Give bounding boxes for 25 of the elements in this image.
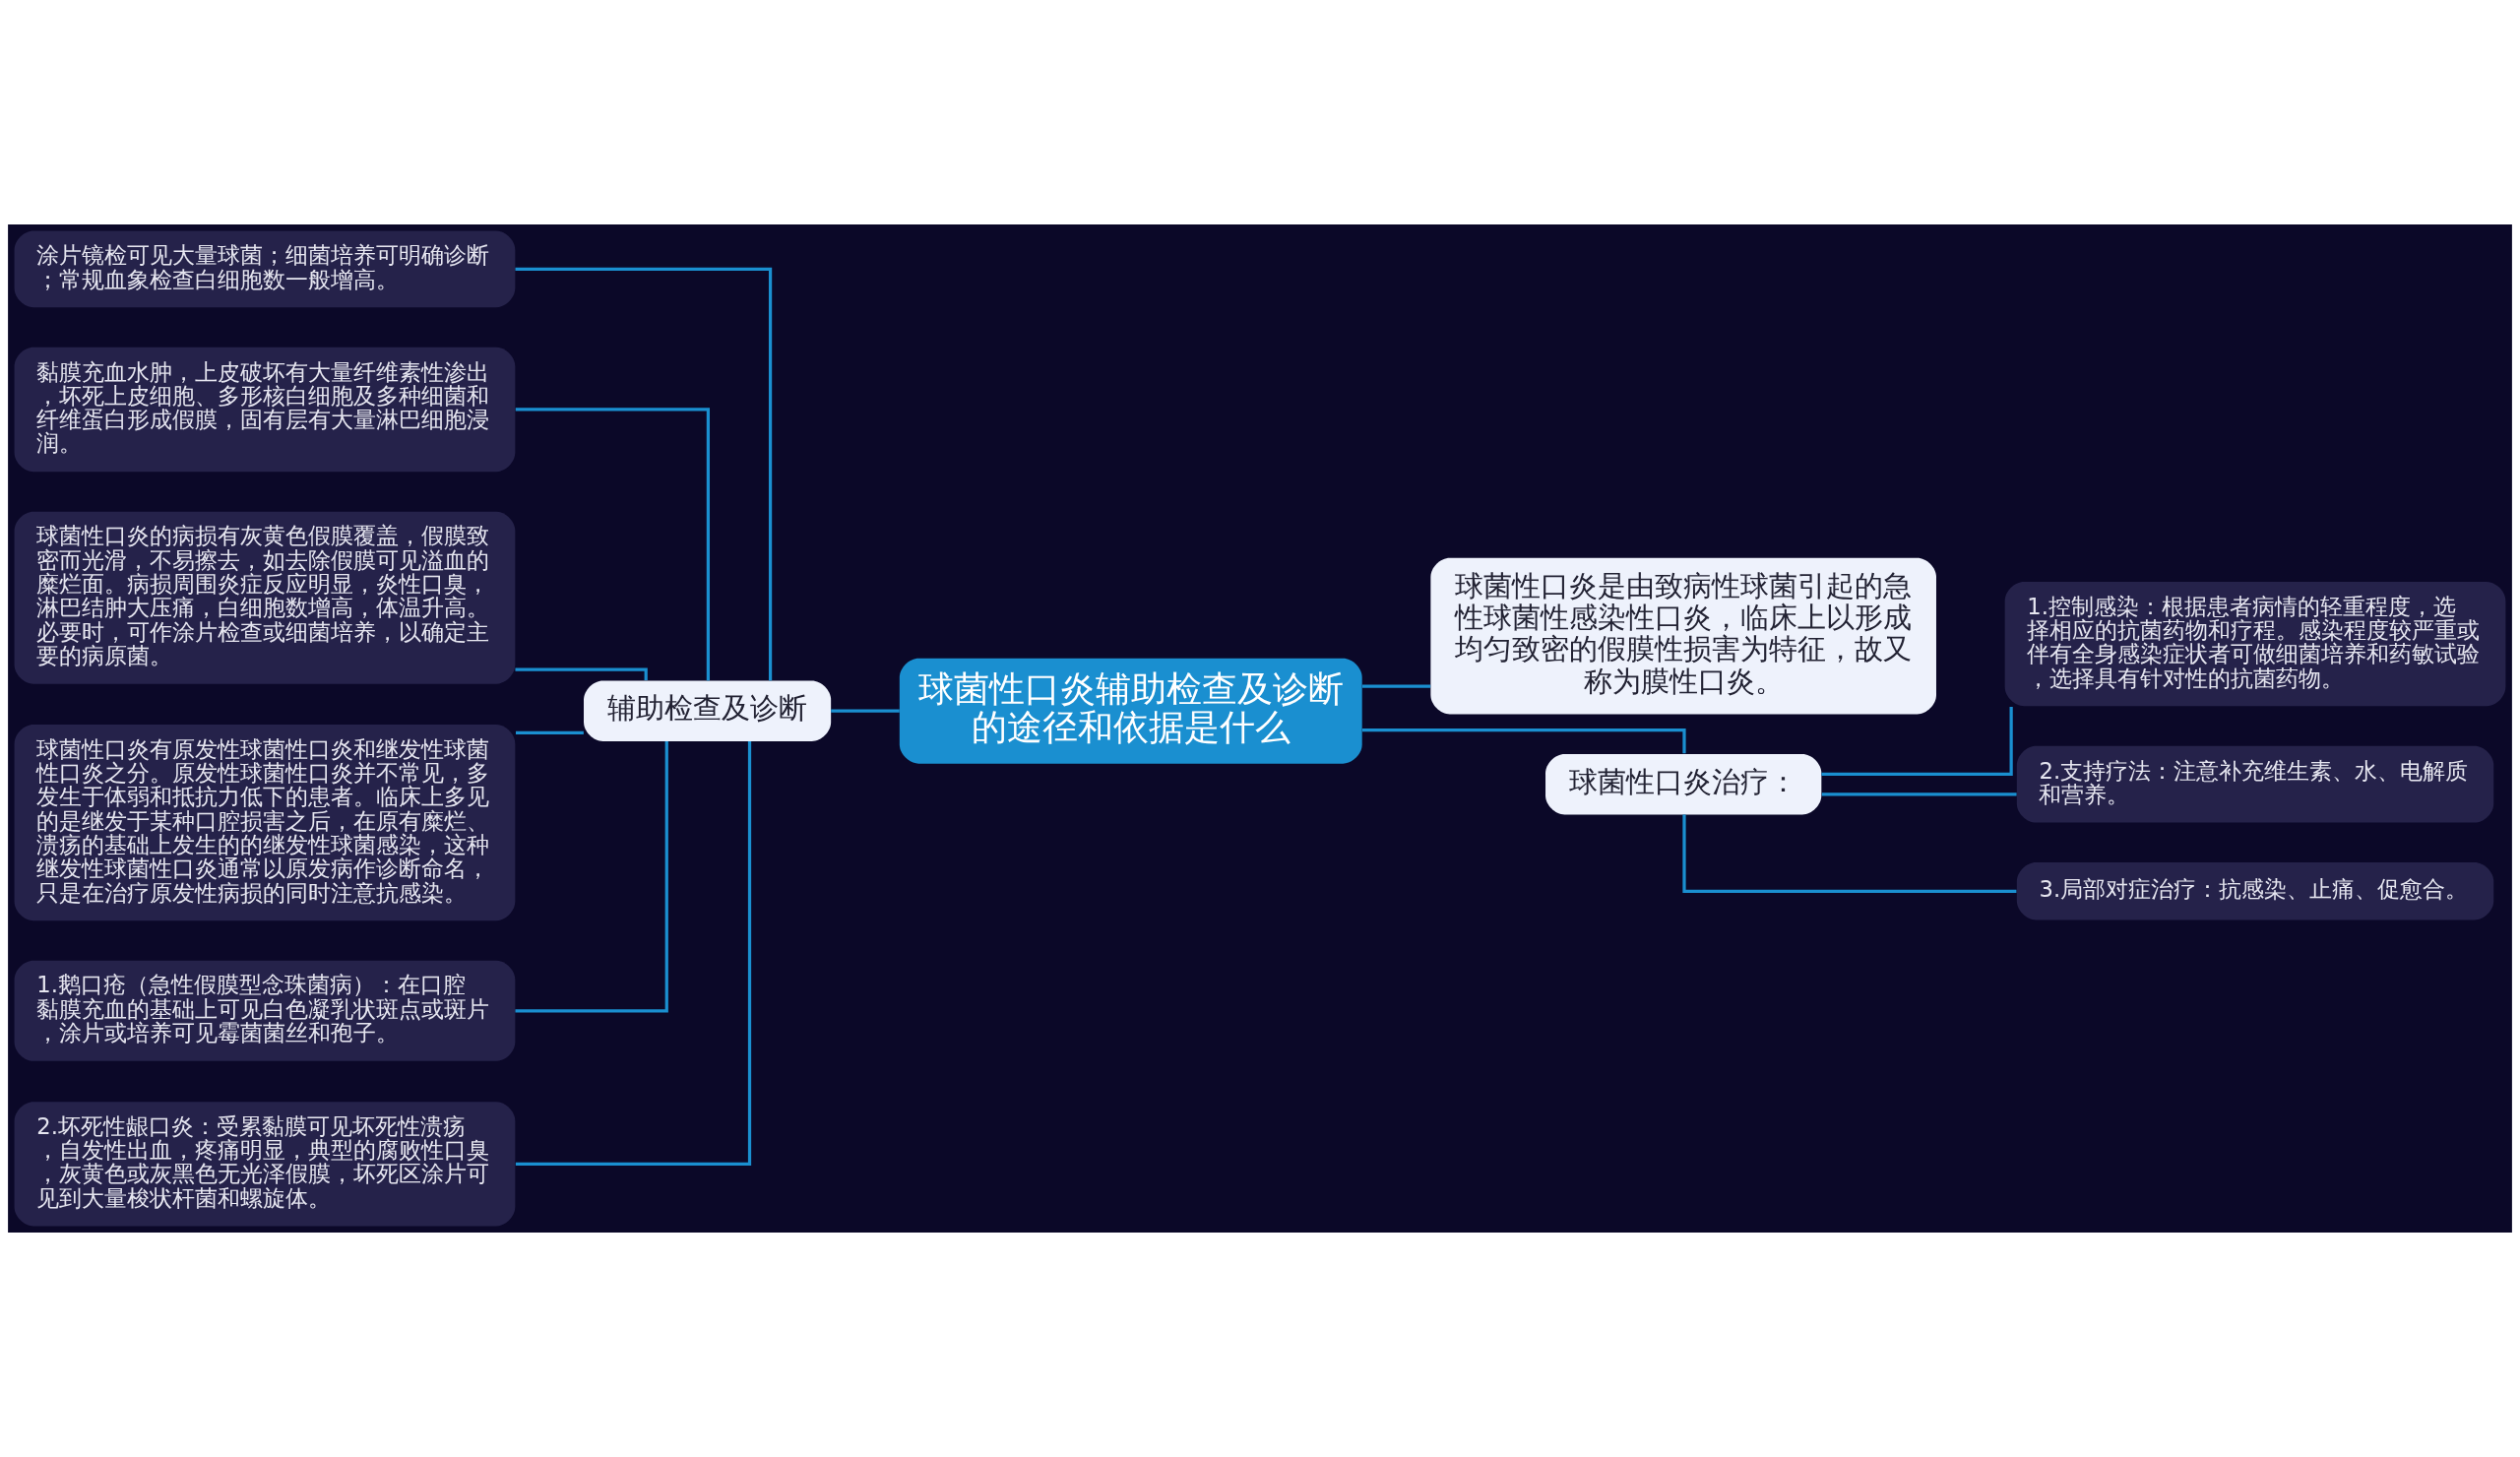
- node-box: 球菌性口炎治疗：: [1545, 753, 1822, 815]
- node-box: 球菌性口炎辅助检查及诊断的途径和依据是什么: [899, 658, 1362, 764]
- node-box: 球菌性口炎的病损有灰黄色假膜覆盖，假膜致密而光滑，不易擦去，如去除假膜可见溢血的糜烂面。病损周围炎症反应明显，炎性口臭，淋巴结肿大压痛，白细胞数增高，体温升高。必要时，可作涂片检查或细菌培养，以确定主要的病原菌。: [14, 511, 516, 684]
- node-box: 球菌性口炎是由致病性球菌引起的急性球菌性感染性口炎，临床上以形成均匀致密的假膜性损害为特征，故又称为膜性口炎。: [1430, 557, 1936, 715]
- connector: [515, 267, 773, 681]
- connector: [516, 730, 584, 735]
- node-box: 3.局部对症治疗：抗感染、止痛、促愈合。: [2016, 862, 2494, 920]
- node-box: 2.坏死性龈口炎：受累黏膜可见坏死性溃疡，自发性出血，疼痛明显，典型的腐败性口臭，灰黄色或灰黑色无光泽假膜，坏死区涂片可见到大量梭状杆菌和螺旋体。: [14, 1102, 516, 1227]
- node-box: 2.支持疗法：注意补充维生素、水、电解质和营养。: [2016, 745, 2494, 823]
- connector: [515, 408, 710, 681]
- node-box: 球菌性口炎有原发性球菌性口炎和继发性球菌性口炎之分。原发性球菌性口炎并不常见，多发生于体弱和抵抗力低下的患者。临床上多见的是继发于某种口腔损害之后，在原有糜烂、溃疡的基础上发生的的继发性球菌感染，这种继发性球菌性口炎通常以原发病作诊断命名，只是在治疗原发性病损的同时注意抗感染。: [14, 724, 516, 921]
- node-box: 1.控制感染：根据患者病情的轻重程度，选择相应的抗菌药物和疗程。感染程度较严重或伴有全身感染症状者可做细菌培养和药敏试验，选择具有针对性的抗菌药物。: [2004, 581, 2506, 707]
- connector: [515, 741, 668, 1013]
- connector: [1362, 684, 1431, 688]
- connector: [831, 709, 900, 713]
- node-box: 黏膜充血水肿，上皮破坏有大量纤维素性渗出，坏死上皮细胞、多形核白细胞及多种细菌和纤维蛋白形成假膜，固有层有大量淋巴细胞浸润。: [14, 347, 516, 473]
- connector: [1821, 792, 2017, 796]
- connector: [515, 667, 648, 681]
- node-box: 涂片镜检可见大量球菌；细菌培养可明确诊断；常规血象检查白细胞数一般增高。: [14, 230, 516, 308]
- connector: [1682, 814, 2017, 893]
- node-box: 1.鹅口疮（急性假膜型念珠菌病）：在口腔黏膜充血的基础上可见白色凝乳状斑点或斑片，涂片或培养可见霉菌菌丝和孢子。: [14, 960, 516, 1061]
- connector: [1821, 706, 2013, 777]
- connector: [515, 741, 752, 1166]
- node-box: 辅助检查及诊断: [584, 680, 832, 741]
- connector: [1361, 728, 1686, 754]
